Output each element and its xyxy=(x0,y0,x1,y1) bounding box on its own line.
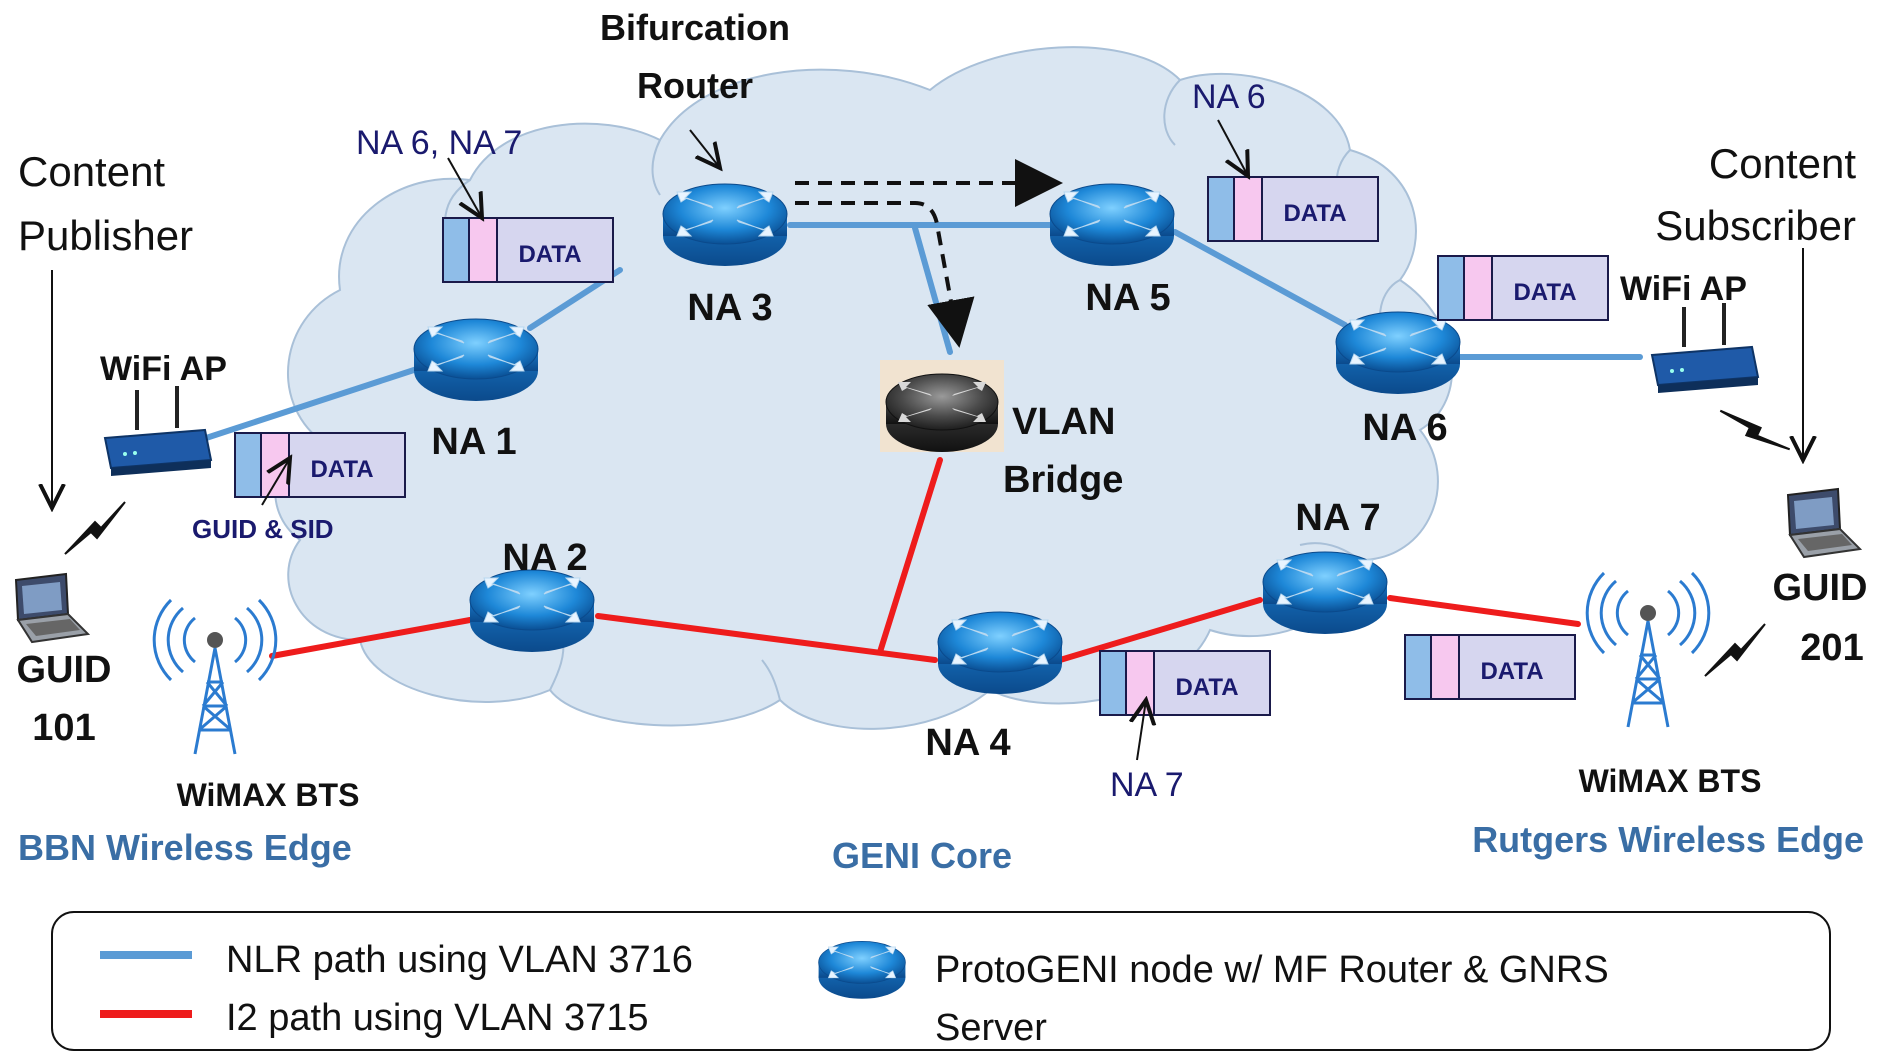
guid-left-line2: 101 xyxy=(32,707,95,749)
wifi-ap-right-icon xyxy=(1651,302,1759,394)
packet-rutgers-data-label: DATA xyxy=(1480,658,1543,685)
legend-box xyxy=(51,911,1831,1051)
wimax-left-label: WiMAX BTS xyxy=(177,777,360,813)
link-na5-na6 xyxy=(1172,229,1348,328)
content-publisher-line2: Publisher xyxy=(18,212,193,259)
packet-wifi-left: DATA xyxy=(234,432,406,498)
wimax-tower-left-icon xyxy=(152,598,278,756)
content-subscriber-line2: Subscriber xyxy=(1655,202,1856,249)
na4-label: NA 4 xyxy=(925,722,1010,764)
packet-na3: DATA xyxy=(442,217,614,283)
laptop-right-icon xyxy=(1787,488,1861,558)
packet-na4: DATA xyxy=(1099,650,1271,716)
router-na2 xyxy=(469,569,595,653)
guid-left-line1: GUID xyxy=(17,649,112,691)
wifi-ap-right-label: WiFi AP xyxy=(1620,270,1747,308)
router-na4 xyxy=(937,611,1063,695)
packet-na6: DATA xyxy=(1437,255,1609,321)
link-bts-na2 xyxy=(269,617,473,659)
na7-label: NA 7 xyxy=(1295,497,1380,539)
router-na1 xyxy=(413,318,539,402)
router-na3 xyxy=(662,183,788,267)
link-ap-na1 xyxy=(197,365,423,443)
content-subscriber-line1: Content xyxy=(1709,140,1856,187)
router-vlan-bridge xyxy=(880,360,1004,453)
packet-na6-data-label: DATA xyxy=(1513,279,1576,306)
wireless-bolt-left-icon xyxy=(64,501,126,555)
annotation-na6-na7: NA 6, NA 7 xyxy=(356,124,522,162)
bifurcation-router-label-line2: Router xyxy=(637,65,753,106)
wimax-right-label: WiMAX BTS xyxy=(1579,763,1762,799)
link-na4-na7 xyxy=(1057,597,1263,663)
na1-label: NA 1 xyxy=(431,421,516,463)
packet-na5-data-label: DATA xyxy=(1283,200,1346,227)
na3-label: NA 3 xyxy=(687,287,772,329)
packet-rutgers: DATA xyxy=(1404,634,1576,700)
i2-links xyxy=(269,457,1581,663)
na5-label: NA 5 xyxy=(1085,277,1170,319)
vlan-bridge-label-line1: VLAN xyxy=(1012,401,1115,443)
bifurcation-router-label-line1: Bifurcation xyxy=(600,7,790,48)
wimax-tower-right-icon xyxy=(1585,571,1711,729)
packet-na5: DATA xyxy=(1207,176,1379,242)
flow-to-bridge xyxy=(795,201,975,348)
legend-node-text-line2: Server xyxy=(935,1007,1047,1049)
annotation-arrows xyxy=(261,119,1248,761)
packet-na3-data-label: DATA xyxy=(518,241,581,268)
router-na6 xyxy=(1335,311,1461,395)
wifi-ap-left-icon xyxy=(104,385,212,477)
content-publisher-line1: Content xyxy=(18,148,165,195)
guid-right-line2: 201 xyxy=(1800,627,1863,669)
bifurcation-flow xyxy=(795,159,1063,348)
link-na7-bts xyxy=(1387,595,1581,627)
laptop-left-icon xyxy=(15,573,89,643)
wireless-bolt-right-top-icon xyxy=(1719,391,1791,469)
router-na7 xyxy=(1262,551,1388,635)
annotation-na7: NA 7 xyxy=(1110,766,1184,804)
packet-wifi-left-data-label: DATA xyxy=(310,456,373,483)
wireless-bolt-right-bottom-icon xyxy=(1704,623,1766,677)
geni-core-label: GENI Core xyxy=(832,835,1012,876)
bbn-wireless-edge-label: BBN Wireless Edge xyxy=(18,827,352,868)
legend-i2-text: I2 path using VLAN 3715 xyxy=(226,997,649,1039)
vlan-bridge-label-line2: Bridge xyxy=(1003,459,1123,501)
na2-label: NA 2 xyxy=(502,537,587,579)
wifi-ap-left-label: WiFi AP xyxy=(100,350,227,388)
legend-nlr-text: NLR path using VLAN 3716 xyxy=(226,939,693,981)
router-na5 xyxy=(1049,183,1175,267)
legend-router-icon xyxy=(818,941,906,1000)
link-bridge-na4 xyxy=(877,457,943,655)
legend-node-text-line1: ProtoGENI node w/ MF Router & GNRS xyxy=(935,949,1609,991)
annotation-guid-sid: GUID & SID xyxy=(192,514,334,544)
na6-label: NA 6 xyxy=(1362,407,1447,449)
annotation-na6: NA 6 xyxy=(1192,78,1266,116)
packet-na4-data-label: DATA xyxy=(1175,674,1238,701)
legend: NLR path using VLAN 3716 I2 path using V… xyxy=(51,911,1831,1051)
guid-right-line1: GUID xyxy=(1773,567,1868,609)
rutgers-wireless-edge-label: Rutgers Wireless Edge xyxy=(1472,819,1864,860)
